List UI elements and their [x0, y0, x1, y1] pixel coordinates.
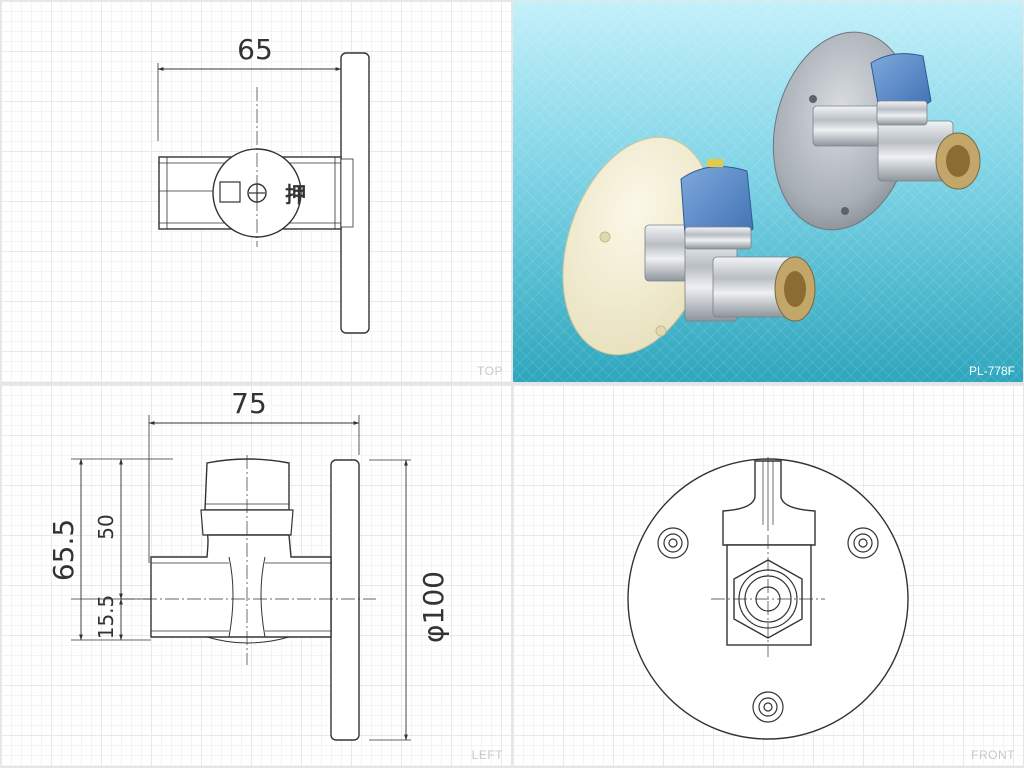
left-dim-diameter: φ100: [417, 571, 450, 643]
push-mark-icon: [219, 181, 241, 203]
left-dim-lower: 15.5: [94, 595, 118, 640]
mounting-hole: [657, 527, 689, 559]
left-dim-upper: 50: [94, 514, 118, 539]
left-view-panel: 75 65.5 50 15.5 φ100: [1, 385, 511, 766]
top-dim-width: 65: [237, 33, 273, 66]
left-view-drawing: 75 65.5 50 15.5 φ100: [47, 387, 450, 741]
top-view-label: TOP: [477, 364, 503, 378]
front-view-panel: FRONT: [513, 385, 1023, 766]
left-view-label: LEFT: [471, 748, 503, 762]
front-valve: [562, 136, 816, 356]
front-view-drawing: [627, 457, 909, 740]
left-dim-total-height: 65.5: [47, 519, 80, 581]
product-photo: [562, 31, 981, 356]
front-view-label: FRONT: [971, 748, 1015, 762]
front-handle: [722, 460, 816, 546]
mounting-hole: [752, 691, 784, 723]
left-wall-plate: [330, 459, 360, 741]
top-view-drawing: 押 65: [157, 33, 370, 334]
left-dim-width: 75: [231, 387, 267, 420]
handle-push-mark: 押: [285, 183, 306, 207]
rear-valve: [772, 31, 981, 231]
product-model-label: PL-778F: [968, 364, 1015, 378]
product-photo-panel: PL-778F: [513, 1, 1023, 382]
mounting-hole: [847, 527, 879, 559]
left-valve-body: [150, 534, 332, 638]
top-view-panel: 押 65 TOP: [1, 1, 511, 382]
